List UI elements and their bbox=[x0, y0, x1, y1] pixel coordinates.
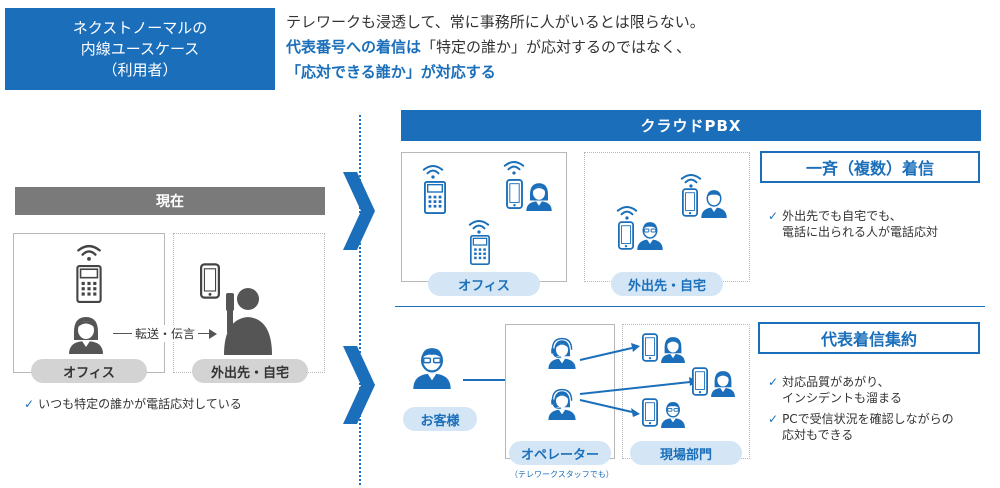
check-icon: ✓ bbox=[768, 209, 779, 223]
title-line-2: 内線ユースケース bbox=[80, 39, 200, 58]
desk-phone-icon bbox=[75, 265, 103, 303]
chevron-right-icon bbox=[343, 346, 375, 424]
woman-icon bbox=[524, 180, 554, 212]
customer-icon bbox=[410, 345, 454, 389]
check-icon: ✓ bbox=[768, 375, 779, 389]
forward-label: 転送・伝言 bbox=[132, 325, 199, 342]
desk-phone-icon bbox=[424, 181, 446, 214]
current-note: ✓いつも特定の誰かが電話応対している bbox=[24, 396, 242, 412]
customer-label: お客様 bbox=[403, 407, 477, 431]
title-line-1: ネクストノーマルの bbox=[72, 18, 208, 37]
current-note-text: いつも特定の誰かが電話応対している bbox=[38, 397, 242, 411]
intro-line-2: 代表番号への着信は「特定の誰か」が応対するのではなく、 bbox=[286, 35, 976, 60]
current-remote-label: 外出先・自宅 bbox=[192, 359, 308, 383]
operator-label: オペレーター bbox=[509, 441, 611, 465]
woman-icon bbox=[659, 334, 687, 364]
mobile-phone-icon bbox=[618, 221, 634, 250]
desk-phone-icon bbox=[470, 235, 490, 265]
current-office-label: オフィス bbox=[31, 359, 147, 383]
mobile-phone-icon bbox=[682, 188, 698, 217]
wifi-icon bbox=[422, 164, 444, 179]
site-label: 現場部門 bbox=[630, 441, 742, 465]
operator-to-site-middle-arrow bbox=[689, 377, 698, 386]
man-glasses-icon bbox=[635, 219, 665, 251]
cloud-pbx-heading: クラウドPBX bbox=[401, 110, 981, 141]
man-glasses-icon bbox=[659, 399, 687, 429]
simultaneous-ring-note-2: 電話に出られる人が電話応対 bbox=[782, 225, 939, 239]
call-aggregation-feature: 代表着信集約 bbox=[758, 322, 980, 354]
intro-text: テレワークも浸透して、常に事務所に人がいるとは限らない。 代表番号への着信は「特… bbox=[286, 10, 976, 85]
intro-line-1: テレワークも浸透して、常に事務所に人がいるとは限らない。 bbox=[286, 13, 705, 31]
mobile-phone-icon bbox=[642, 333, 658, 362]
operator-to-site-arrows bbox=[579, 343, 691, 417]
mobile-phone-icon bbox=[642, 398, 658, 427]
aggregation-note-1b: インシデントも溜まる bbox=[782, 391, 903, 405]
section-title: ネクストノーマルの 内線ユースケース （利用者） bbox=[5, 8, 275, 90]
pbx-office-label: オフィス bbox=[428, 272, 540, 296]
aggregation-note-2a: PCで受信状況を確認しながらの bbox=[782, 412, 954, 426]
check-icon: ✓ bbox=[24, 397, 35, 411]
customer-to-operator-arrow bbox=[463, 379, 525, 381]
operator-headset-icon bbox=[546, 388, 578, 420]
wifi-icon bbox=[616, 205, 638, 220]
call-aggregation-note-1: ✓対応品質があがり、 インシデントも溜まる bbox=[768, 374, 902, 406]
title-line-3: （利用者） bbox=[102, 60, 178, 79]
person-on-phone-icon bbox=[224, 288, 272, 355]
woman-operator-icon bbox=[66, 313, 106, 355]
aggregation-note-1a: 対応品質があがり、 bbox=[782, 375, 890, 389]
simultaneous-ring-note-1: 外出先でも自宅でも、 bbox=[782, 209, 902, 223]
woman-icon bbox=[709, 368, 737, 398]
operator-caption: （テレワークスタッフでも） bbox=[510, 470, 614, 479]
wifi-icon bbox=[76, 244, 102, 261]
current-heading: 現在 bbox=[15, 187, 325, 215]
intro-line-3: 「応対できる誰か」が対応する bbox=[286, 63, 496, 81]
aggregation-note-2b: 応対もできる bbox=[782, 428, 854, 442]
operator-headset-icon bbox=[546, 337, 578, 369]
intro-line-2-rest: 「特定の誰か」が応対するのではなく、 bbox=[421, 38, 692, 56]
wifi-icon bbox=[680, 173, 702, 188]
chevron-right-icon bbox=[343, 172, 375, 250]
mobile-phone-icon bbox=[200, 263, 220, 299]
simultaneous-ring-feature: 一斉（複数）着信 bbox=[760, 151, 980, 183]
intro-line-2-bold: 代表番号への着信は bbox=[286, 38, 422, 56]
horizontal-divider bbox=[395, 306, 985, 307]
check-icon: ✓ bbox=[768, 412, 779, 426]
mobile-phone-icon bbox=[506, 179, 523, 209]
wifi-icon bbox=[468, 219, 490, 234]
pbx-remote-label: 外出先・自宅 bbox=[611, 272, 723, 296]
man-icon bbox=[699, 187, 729, 219]
call-aggregation-note-2: ✓PCで受信状況を確認しながらの 応対もできる bbox=[768, 411, 954, 443]
mobile-phone-icon bbox=[692, 367, 708, 396]
forward-arrowhead-icon bbox=[209, 329, 217, 339]
vertical-divider bbox=[359, 115, 361, 485]
wifi-icon bbox=[503, 160, 525, 175]
simultaneous-ring-note: ✓外出先でも自宅でも、 電話に出られる人が電話応対 bbox=[768, 208, 938, 240]
